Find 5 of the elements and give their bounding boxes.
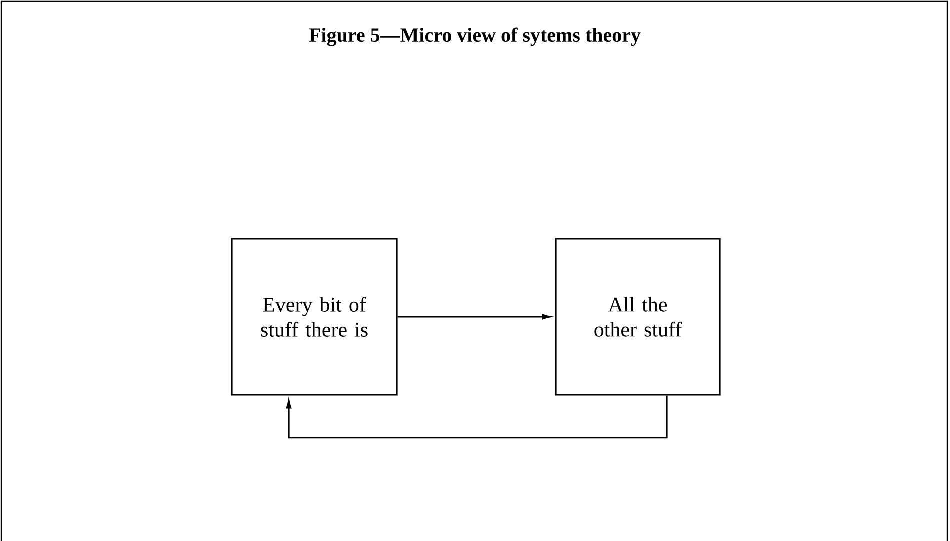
process-box: Every bit of stuff there is (231, 238, 398, 396)
process-box: All the other stuff (555, 238, 721, 396)
figure-title: Figure 5—Micro view of sytems theory (309, 28, 641, 46)
arrow (286, 396, 668, 439)
arrow (398, 314, 551, 320)
